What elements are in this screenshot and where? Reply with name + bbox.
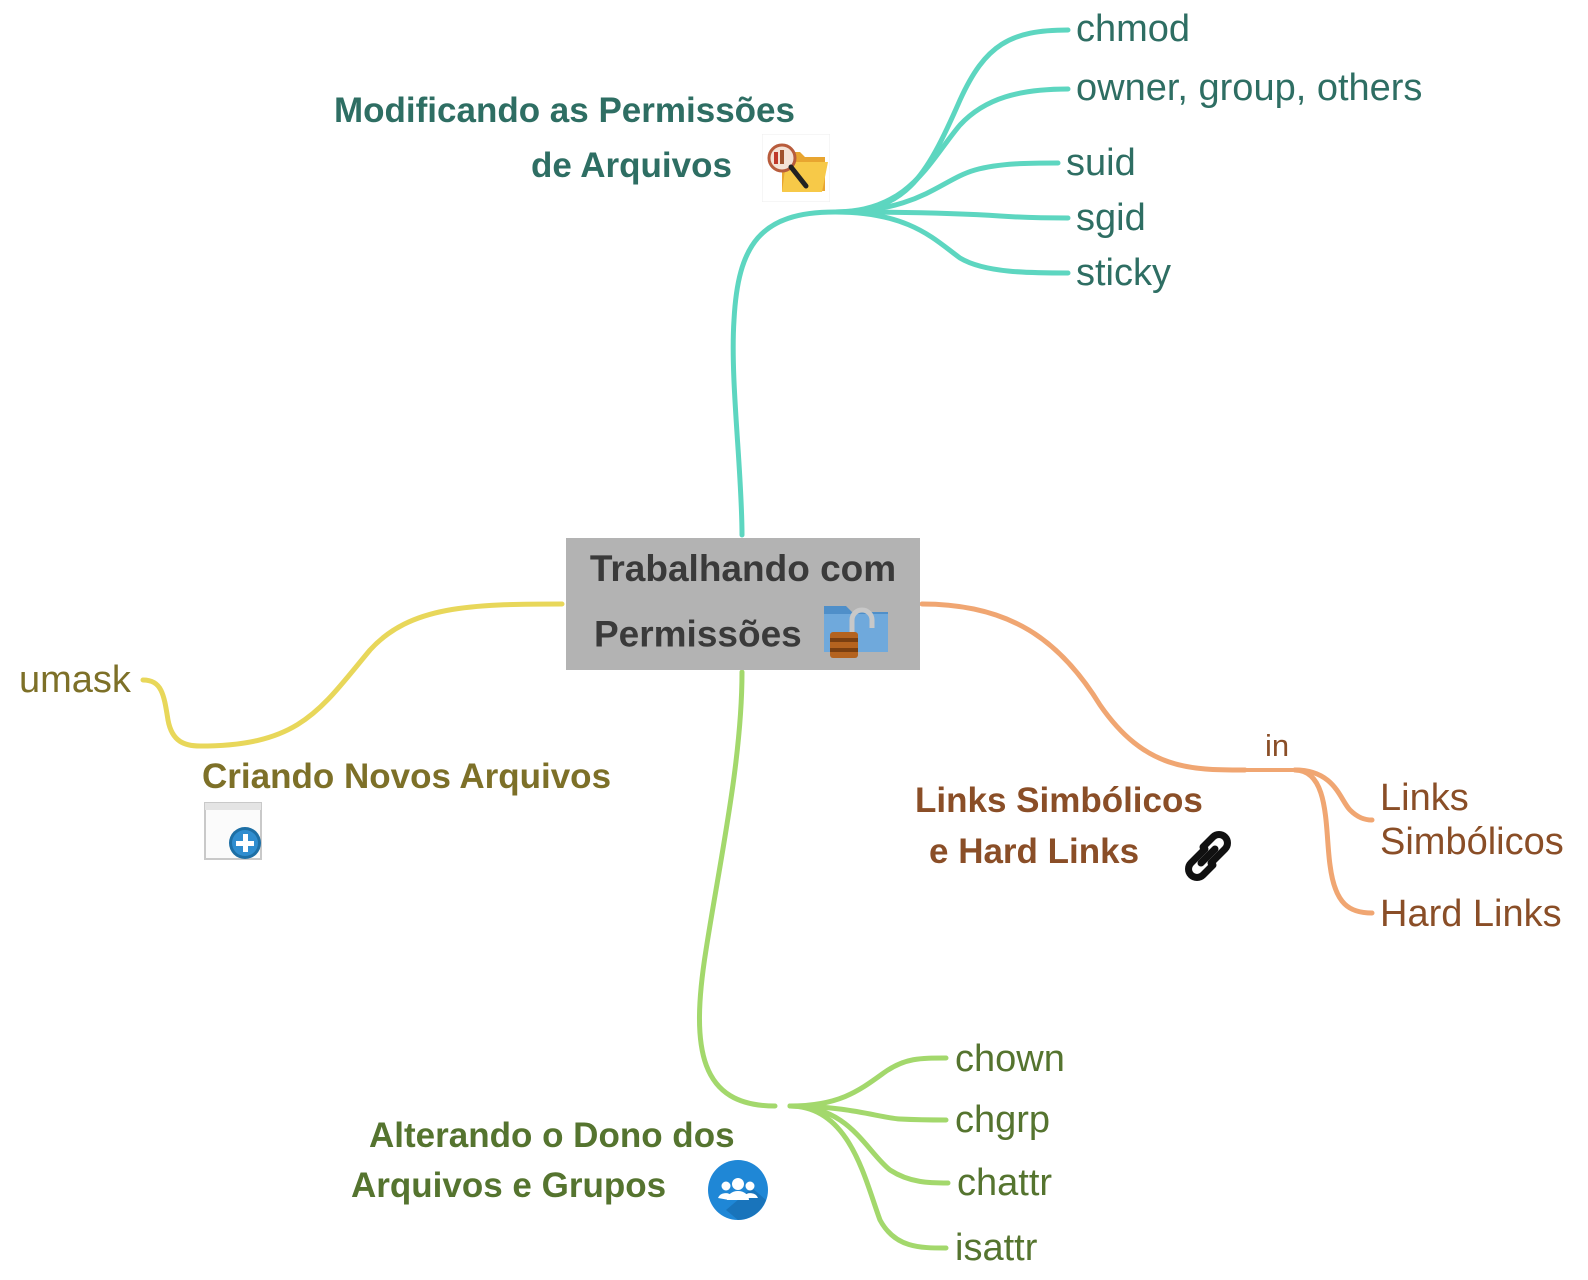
leaf-links-simbolicos-line2: Simbólicos [1380, 821, 1564, 863]
connector-chmod [832, 27, 1071, 215]
leaf-hard-links[interactable]: Hard Links [1380, 893, 1562, 935]
topic-links-line1[interactable]: Links Simbólicos [915, 781, 1203, 820]
central-topic-label: Permissões [593, 613, 802, 655]
connector-isattr [787, 1103, 949, 1251]
topic-permissions-line2: de Arquivos [531, 146, 732, 185]
connector-center-to-links [919, 601, 1248, 773]
leaf-umask[interactable]: umask [19, 659, 131, 701]
leaf-links-simbolicos-line1: Links [1380, 777, 1469, 819]
connector-center-to-new-files [197, 601, 565, 749]
relation-label-in: in [1265, 728, 1290, 763]
new-document-icon [204, 802, 264, 867]
connector-umask [140, 677, 203, 749]
leaf-owner-group-others[interactable]: owner, group, others [1076, 67, 1423, 109]
topic-permissions-line1: Modificando as Permissões [334, 91, 795, 130]
topic-new-files[interactable]: Criando Novos Arquivos [202, 757, 612, 796]
topic-links-line2[interactable]: e Hard Links [929, 832, 1140, 871]
topic-owner-line1[interactable]: Alterando o Dono dos [369, 1116, 735, 1155]
connector-chattr [787, 1103, 951, 1186]
topic-permissions[interactable]: Modificando as Permissões [334, 90, 795, 133]
connector-sgid [832, 209, 1071, 221]
users-icon [706, 1158, 770, 1227]
central-topic-line1: Trabalhando com [589, 548, 897, 589]
folder-lock-icon [820, 596, 892, 677]
leaf-chattr[interactable]: chattr [957, 1162, 1053, 1204]
connector-owner-group-others [832, 86, 1071, 215]
leaf-chmod[interactable]: chmod [1076, 8, 1191, 50]
connector-sticky [832, 209, 1071, 276]
connector-links-simbolicos [1292, 767, 1375, 823]
leaf-sgid[interactable]: sgid [1076, 197, 1146, 239]
leaf-isattr[interactable]: isattr [955, 1227, 1038, 1269]
leaf-links-simbolicos[interactable]: Links Simbólicos [1380, 776, 1564, 864]
connector-hard-links [1292, 767, 1375, 916]
leaf-sticky[interactable]: sticky [1076, 252, 1171, 294]
central-topic-line2: Permissões [566, 596, 920, 677]
central-topic[interactable]: Trabalhando com Permissões [566, 538, 920, 670]
leaf-chown[interactable]: chown [955, 1038, 1065, 1080]
leaf-suid[interactable]: suid [1066, 142, 1136, 184]
connector-center-to-owner [696, 669, 778, 1109]
folder-magnifier-icon [761, 133, 831, 207]
topic-owner-line2[interactable]: Arquivos e Grupos [351, 1166, 667, 1205]
connector-chown [787, 1055, 949, 1109]
chain-link-icon [1177, 825, 1239, 892]
topic-permissions-line2-row[interactable]: de Arquivos [531, 145, 732, 188]
leaf-chgrp[interactable]: chgrp [955, 1099, 1051, 1141]
connector-center-to-permissions [730, 209, 838, 538]
connector-chgrp [787, 1103, 949, 1123]
connector-suid [832, 160, 1061, 215]
